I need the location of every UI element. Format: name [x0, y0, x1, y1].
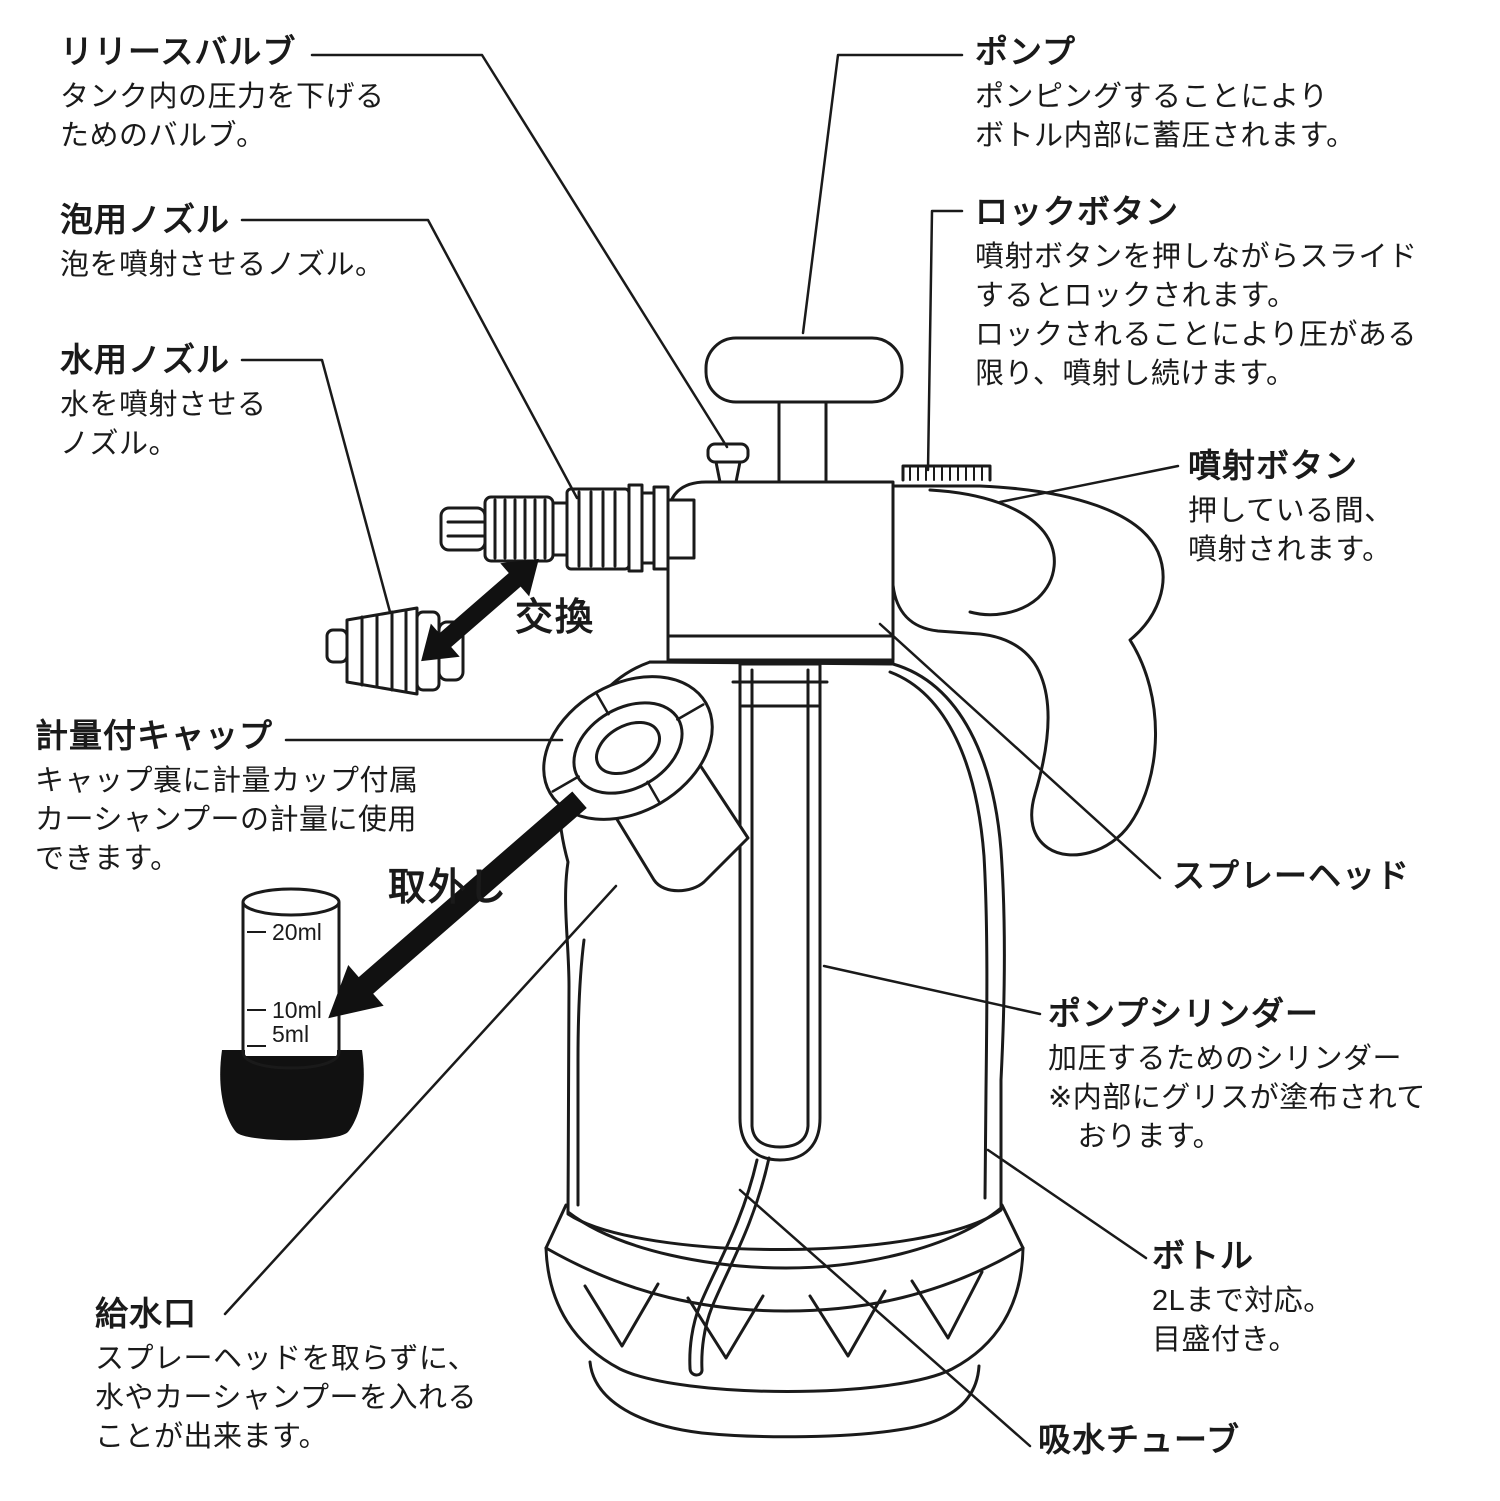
water-inlet-title: 給水口 [95, 1295, 197, 1332]
release-valve-stem [734, 460, 742, 484]
release-valve-title: リリースバルブ [60, 33, 297, 70]
lock-button-desc: 噴射ボタンを押しながらスライド するとロックされます。 ロックされることにより圧… [975, 241, 1418, 390]
leader-release-valve [310, 53, 729, 449]
bottle-title: ボトル [1152, 1237, 1254, 1274]
label-pump: ポンプ ポンピングすることにより ボトル内部に蓄圧されます。 [975, 33, 1356, 156]
leader-bottle [986, 1148, 1148, 1260]
leader-water-inlet [223, 884, 618, 1316]
cup-black-cap [220, 1050, 364, 1141]
base-rim-arc [544, 1246, 1025, 1313]
suction-tube-title: 吸水チューブ [1038, 1421, 1241, 1458]
label-water-nozzle: 水用ノズル 水を噴射させる ノズル。 [60, 341, 267, 464]
pump-grip [704, 336, 904, 404]
label-foam-nozzle: 泡用ノズル 泡を噴射させるノズル。 [60, 201, 385, 285]
trigger-lever [928, 488, 1056, 617]
lock-button-teeth [909, 465, 983, 481]
leader-spray-button [998, 464, 1180, 504]
pump-cylinder-title: ポンプシリンダー [1048, 995, 1320, 1032]
leader-pump [801, 53, 964, 335]
label-suction-tube: 吸水チューブ [1038, 1421, 1241, 1458]
foam-nozzle-assembly [439, 483, 696, 573]
water-nozzle-title: 水用ノズル [60, 341, 230, 378]
base-foot [588, 1360, 981, 1439]
base-notch [808, 1289, 887, 1358]
cup-mark-10ml: 10ml [272, 997, 322, 1023]
removal-action-label: 取外し [388, 867, 509, 909]
leader-foam-nozzle [240, 218, 579, 500]
cup-mark-20ml: 20ml [272, 919, 322, 945]
release-valve-stem [714, 460, 722, 484]
bottle-inner-wall-left [576, 938, 586, 1207]
water-inlet-desc: スプレーヘッドを取らずに、 水やカーシャンプーを入れる ことが出来ます。 [95, 1343, 478, 1454]
leader-pump-cylinder [822, 964, 1042, 1016]
release-valve-knob [706, 442, 750, 464]
leader-spray-head [878, 622, 1162, 880]
pump-cylinder-shape [738, 662, 822, 1162]
label-pump-cylinder: ポンプシリンダー 加圧するためのシリンダー ※内部にグリスが塗布されて おります… [1048, 995, 1426, 1157]
water-nozzle-desc: 水を噴射させる ノズル。 [60, 389, 267, 461]
leader-suction-tube [738, 1188, 1032, 1448]
spray-head-title: スプレーヘッド [1172, 857, 1410, 894]
base-flare-right [1000, 1203, 1025, 1250]
measuring-cap-title: 計量付キャップ [35, 717, 273, 754]
exchange-arrow [421, 558, 539, 662]
label-release-valve: リリースバルブ タンク内の圧力を下げる ためのバルブ。 [60, 33, 385, 156]
lock-button-strip [901, 464, 992, 482]
label-spray-button: 噴射ボタン 押している間、 噴射されます。 [1188, 447, 1394, 570]
spray-button-title: 噴射ボタン [1188, 447, 1358, 484]
pump-cylinder-desc: 加圧するためのシリンダー ※内部にグリスが塗布されて おります。 [1048, 1043, 1426, 1154]
label-bottle: ボトル 2Lまで対応。 目盛付き。 [1152, 1237, 1333, 1360]
pump-cylinder-inner-line [750, 668, 810, 1149]
removal-arrow [328, 791, 587, 1019]
lock-button-title: ロックボタン [975, 193, 1179, 230]
label-measuring-cap: 計量付キャップ キャップ裏に計量カップ付属 カーシャンプーの計量に使用 できます… [35, 717, 419, 879]
base-flare-left [544, 1203, 568, 1250]
leader-lock-button [926, 209, 964, 472]
base-notch [686, 1294, 765, 1360]
foam-nozzle-desc: 泡を噴射させるノズル。 [60, 249, 385, 282]
handle-outline [891, 484, 1165, 857]
cup-bottom [241, 1051, 341, 1070]
spray-head-block [666, 480, 895, 662]
spray-button-desc: 押している間、 噴射されます。 [1188, 495, 1394, 567]
measuring-cap-desc: キャップ裏に計量カップ付属 カーシャンプーの計量に使用 できます。 [35, 765, 419, 876]
cup-mark-5ml: 5ml [272, 1021, 309, 1047]
suction-tube-line [688, 1158, 759, 1370]
bottle-desc: 2Lまで対応。 目盛付き。 [1152, 1285, 1333, 1357]
bottle-interior-bottom-arc [566, 1206, 1003, 1270]
label-spray-head: スプレーヘッド [1172, 857, 1410, 894]
base-outer-shell [544, 1246, 1025, 1393]
label-lock-button: ロックボタン 噴射ボタンを押しながらスライド するとロックされます。 ロックされ… [975, 193, 1418, 394]
leader-water-nozzle [240, 358, 392, 614]
bottle-inner-wall-right [888, 670, 989, 1200]
suction-tube-end [688, 1366, 704, 1377]
pump-desc: ポンピングすることにより ボトル内部に蓄圧されます。 [975, 81, 1356, 153]
measuring-cup-group: 20ml 10ml 5ml [220, 887, 364, 1141]
release-valve-desc: タンク内の圧力を下げる ためのバルブ。 [60, 81, 385, 153]
foam-nozzle-title: 泡用ノズル [60, 201, 230, 238]
measuring-cap-part [542, 675, 750, 893]
exchange-action-label: 交換 [515, 597, 596, 639]
base-notch [583, 1282, 660, 1348]
base-notch [910, 1270, 984, 1340]
label-water-inlet: 給水口 スプレーヘッドを取らずに、 水やカーシャンプーを入れる ことが出来ます。 [95, 1295, 478, 1457]
suction-tube-line [700, 1156, 771, 1372]
pump-title: ポンプ [975, 33, 1077, 70]
